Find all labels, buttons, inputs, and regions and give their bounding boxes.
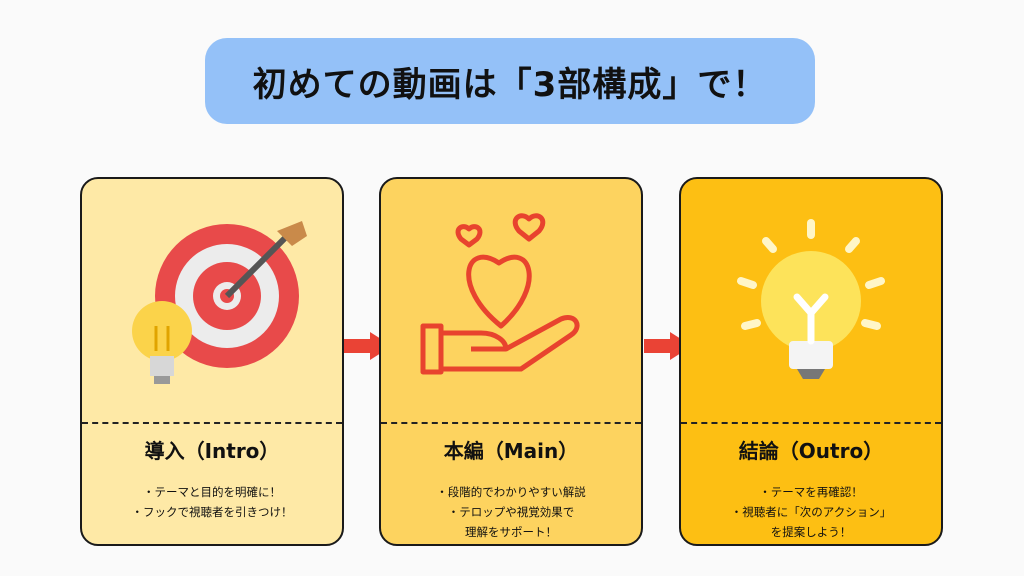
divider [681,422,941,424]
card-heading: 結論（Outro） [738,439,884,463]
card-heading: 導入（Intro） [144,439,280,463]
card-heading: 本編（Main） [443,439,579,463]
card-description: ・テーマを再確認！ ・視聴者に「次のアクション」 を提案しよう！ [681,482,941,542]
card-line: を提案しよう！ [770,525,852,539]
divider [82,422,342,424]
divider [381,422,641,424]
card-description: ・段階的でわかりやすい解説 ・テロップや視覚効果で 理解をサポート！ [381,482,641,542]
page-title: 初めての動画は「3部構成」で！ [205,38,815,124]
card-line: ・フックで視聴者を引きつけ！ [131,505,293,519]
hand-heart-icon [381,179,641,422]
target-arrow-bulb-icon [82,179,342,422]
lightbulb-icon [681,179,941,422]
card-outro: 結論（Outro） ・テーマを再確認！ ・視聴者に「次のアクション」 を提案しよ… [679,177,943,546]
card-line: ・テーマと目的を明確に！ [143,485,281,499]
card-line: 理解をサポート！ [465,525,557,539]
card-line: ・段階的でわかりやすい解説 [436,485,586,499]
card-line: ・テーマを再確認！ [759,485,863,499]
card-description: ・テーマと目的を明確に！ ・フックで視聴者を引きつけ！ [82,482,342,522]
card-line: ・視聴者に「次のアクション」 [730,505,892,519]
card-main: 本編（Main） ・段階的でわかりやすい解説 ・テロップや視覚効果で 理解をサポ… [379,177,643,546]
card-line: ・テロップや視覚効果で [447,505,575,519]
card-intro: 導入（Intro） ・テーマと目的を明確に！ ・フックで視聴者を引きつけ！ [80,177,344,546]
